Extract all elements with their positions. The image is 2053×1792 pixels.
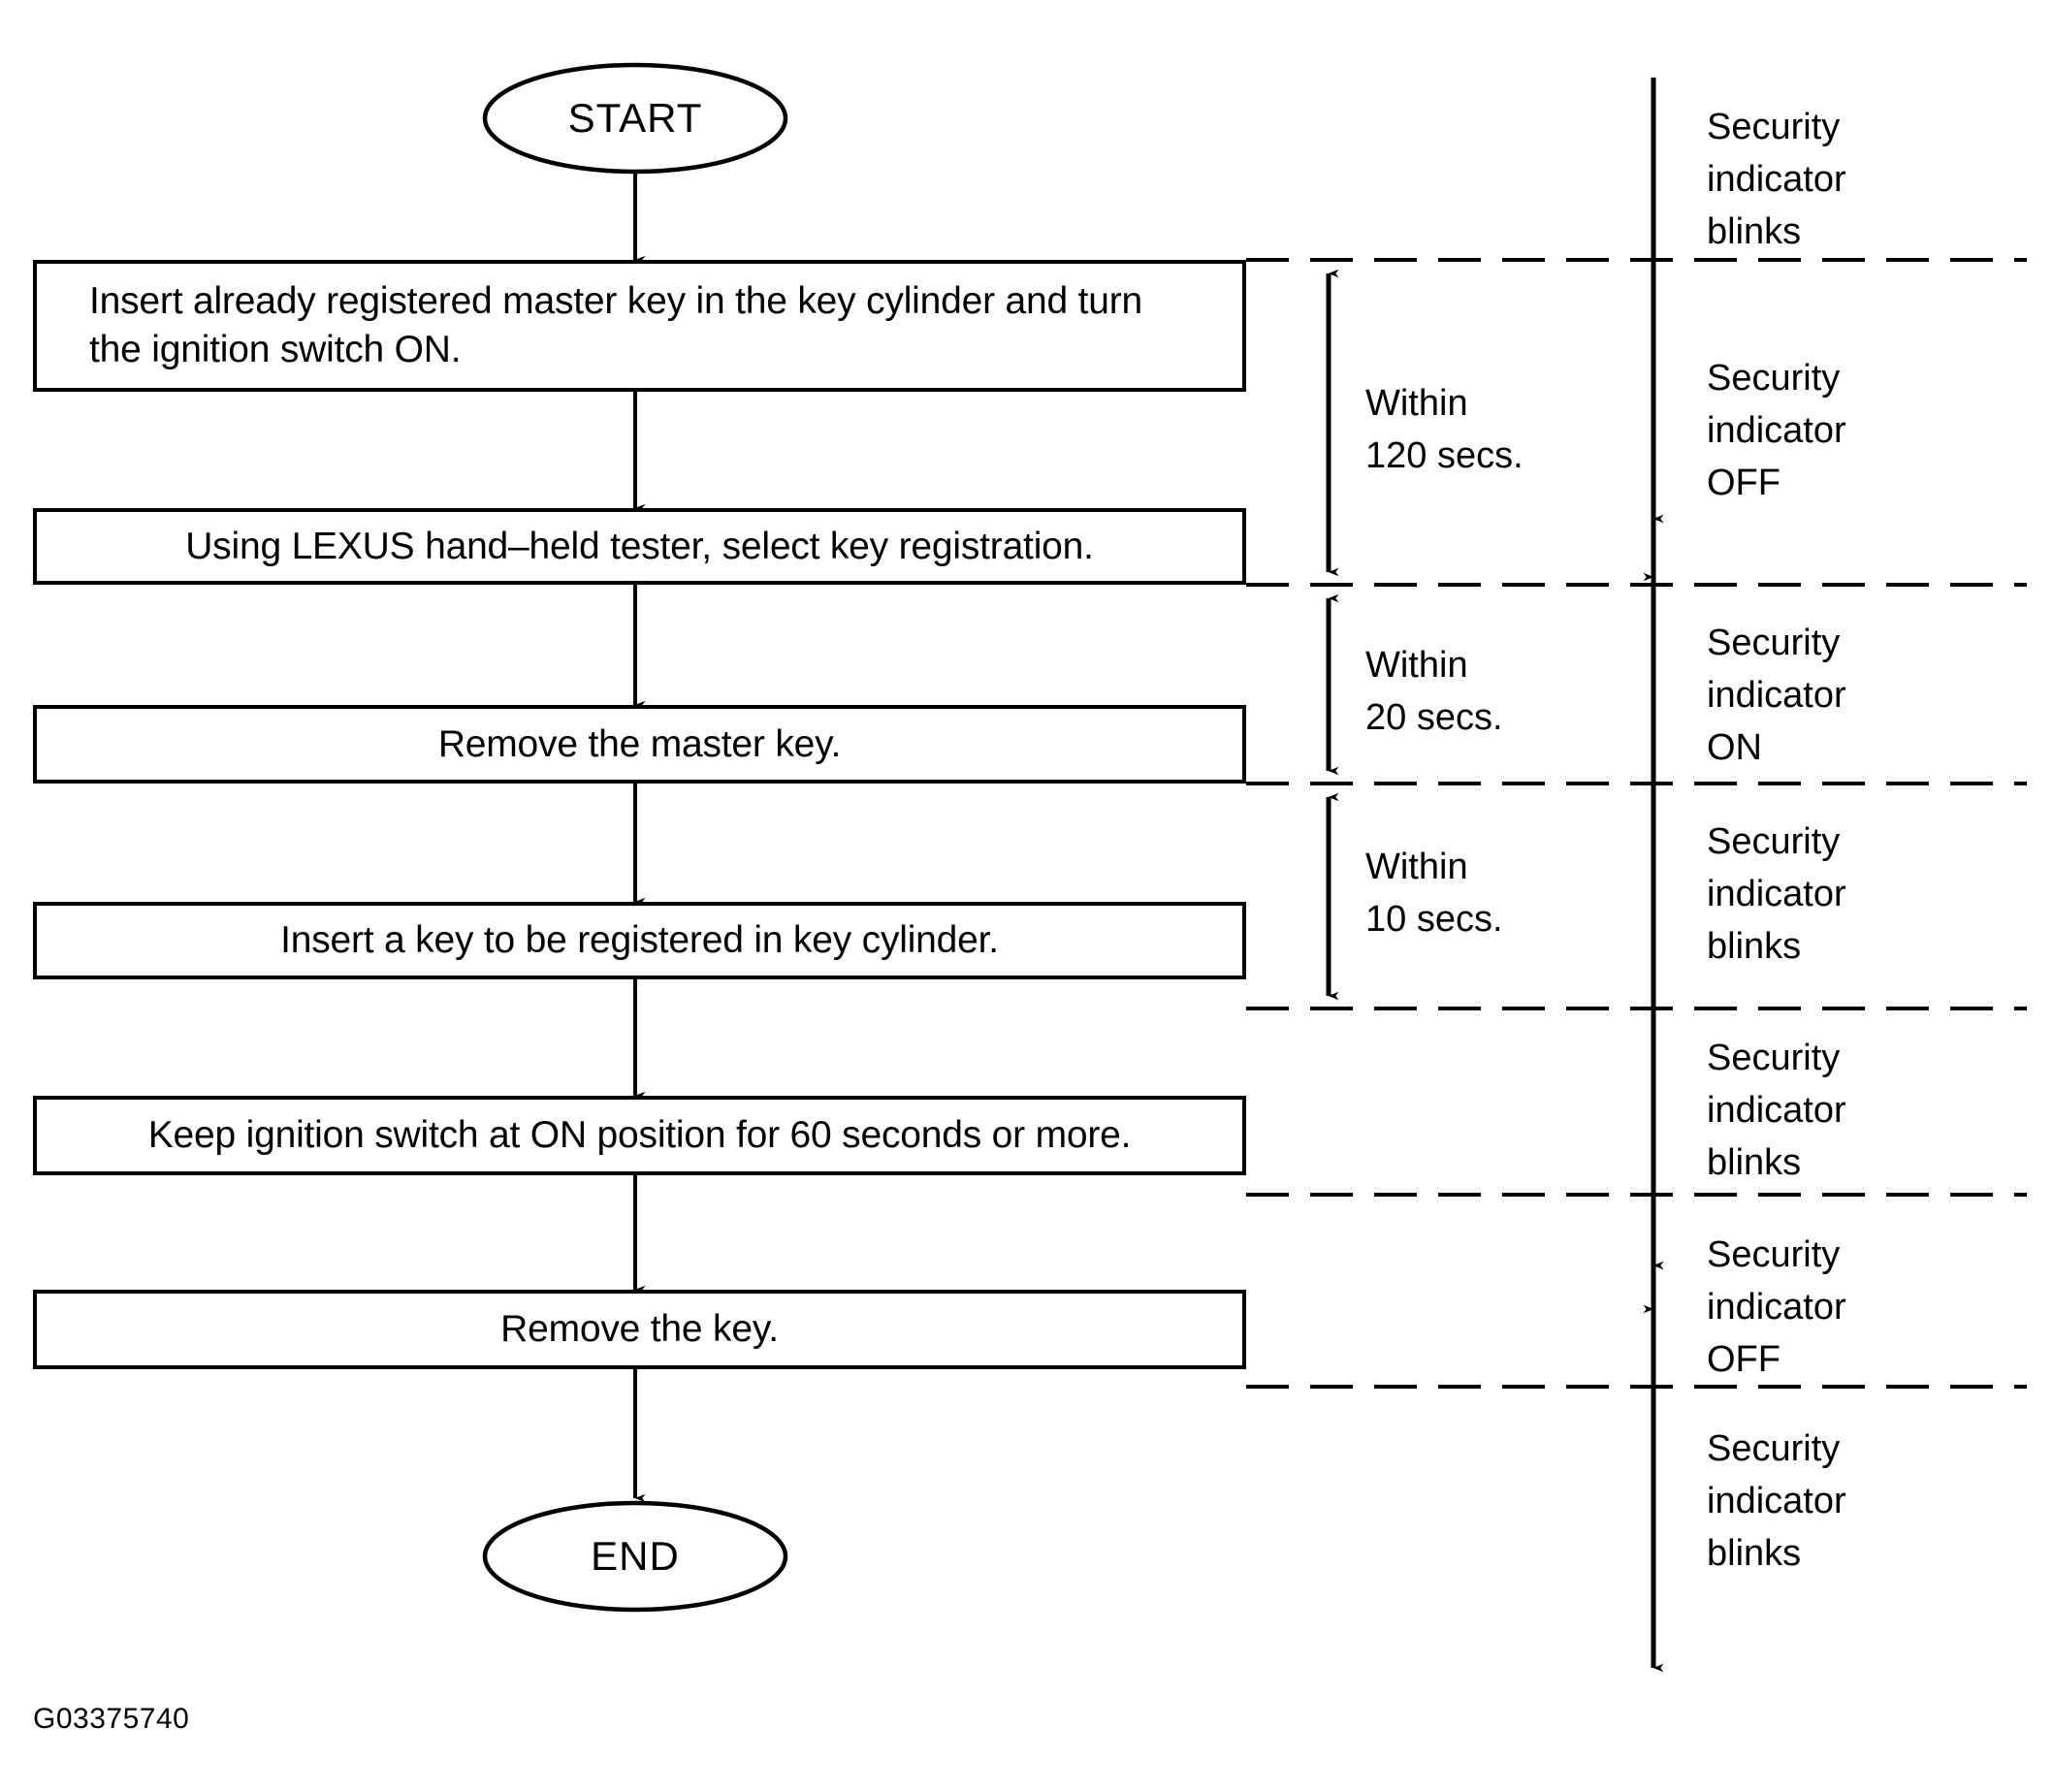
process-text-step-5: Keep ignition switch at ON position for … bbox=[147, 1114, 1132, 1157]
indicator-state-label-5: Security indicator blinks bbox=[1707, 1038, 1846, 1183]
process-box-step-3: Remove the master key. bbox=[33, 705, 1246, 784]
indicator-state-label-3: Security indicator ON bbox=[1707, 623, 1846, 768]
process-box-step-1: Insert already registered master key in … bbox=[33, 260, 1246, 392]
timing-label-20-secs: Within 20 secs. bbox=[1365, 645, 1503, 738]
process-text-step-3: Remove the master key. bbox=[437, 722, 842, 765]
end-terminator-label: END bbox=[591, 1533, 680, 1579]
timing-label-120-secs: Within 120 secs. bbox=[1365, 383, 1524, 476]
end-terminator-shape bbox=[482, 1500, 788, 1613]
process-box-step-2: Using LEXUS hand–held tester, select key… bbox=[33, 508, 1246, 585]
process-text-step-4: Insert a key to be registered in key cyl… bbox=[280, 919, 999, 962]
indicator-state-label-6: Security indicator OFF bbox=[1707, 1234, 1846, 1380]
figure-code-label: G03375740 bbox=[33, 1703, 190, 1735]
start-terminator-label: START bbox=[567, 95, 703, 141]
process-box-step-6: Remove the key. bbox=[33, 1290, 1246, 1369]
process-box-step-4: Insert a key to be registered in key cyl… bbox=[33, 902, 1246, 979]
process-box-step-5: Keep ignition switch at ON position for … bbox=[33, 1096, 1246, 1175]
indicator-state-label-4: Security indicator blinks bbox=[1707, 821, 1846, 967]
indicator-state-label-2: Security indicator OFF bbox=[1707, 358, 1846, 503]
indicator-state-label-1: Security indicator blinks bbox=[1707, 107, 1846, 252]
process-text-step-1: Insert already registered master key in … bbox=[89, 280, 1143, 370]
start-terminator-shape bbox=[482, 62, 788, 175]
process-text-step-6: Remove the key. bbox=[500, 1308, 779, 1351]
process-text-step-2: Using LEXUS hand–held tester, select key… bbox=[185, 525, 1094, 567]
indicator-state-label-7: Security indicator blinks bbox=[1707, 1428, 1846, 1574]
timing-label-10-secs: Within 10 secs. bbox=[1365, 847, 1503, 940]
